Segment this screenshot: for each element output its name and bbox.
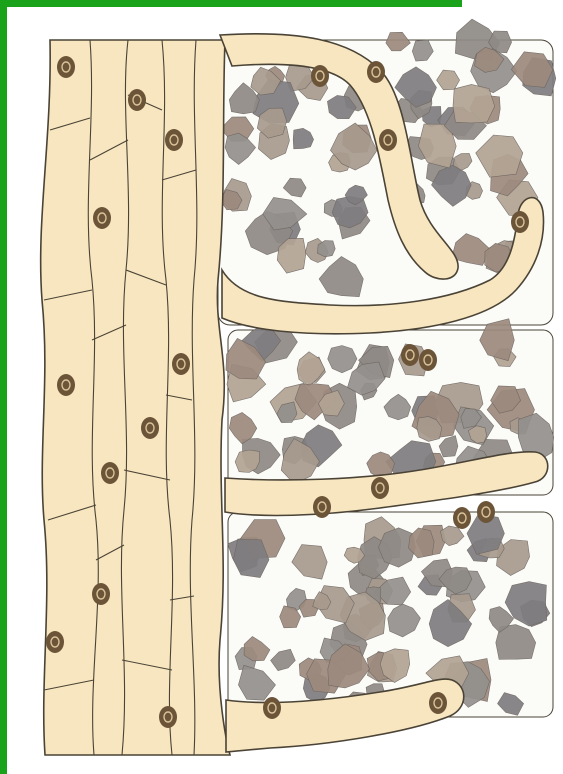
nucleus: [159, 706, 177, 728]
nucleus: [367, 61, 385, 83]
nucleus: [141, 417, 159, 439]
cell-column: [41, 40, 230, 755]
nucleus: [429, 692, 447, 714]
nucleus: [128, 89, 146, 111]
nucleus: [101, 462, 119, 484]
nucleus: [313, 496, 331, 518]
soil-particle: [453, 84, 495, 123]
nucleus: [453, 507, 471, 529]
soil-particle: [235, 450, 259, 473]
nucleus: [46, 631, 64, 653]
nucleus: [165, 129, 183, 151]
nucleus: [511, 211, 529, 233]
nucleus: [477, 501, 495, 523]
nucleus: [172, 353, 190, 375]
nucleus: [57, 56, 75, 78]
nucleus: [93, 207, 111, 229]
nucleus: [379, 129, 397, 151]
nucleus: [57, 374, 75, 396]
cell-column-body: [41, 40, 230, 755]
nucleus: [371, 477, 389, 499]
nucleus: [311, 65, 329, 87]
nucleus: [92, 583, 110, 605]
nucleus: [401, 344, 419, 366]
nucleus: [263, 697, 281, 719]
nucleus: [419, 349, 437, 371]
